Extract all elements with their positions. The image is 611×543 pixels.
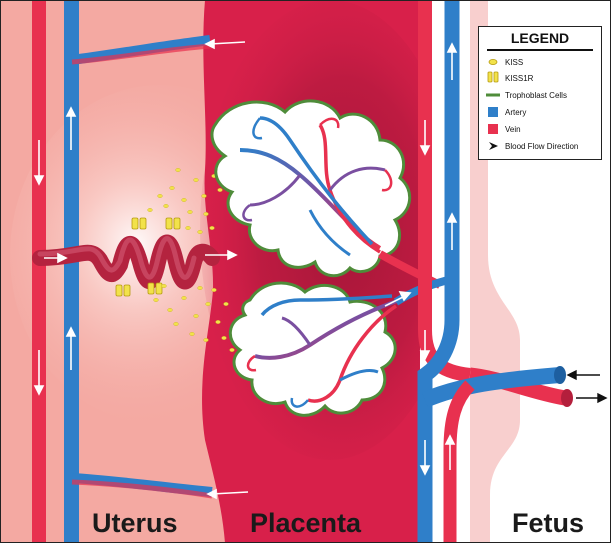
fetus-label: Fetus	[512, 510, 584, 537]
uterine-artery-left	[64, 0, 79, 543]
legend-item-artery: Artery	[485, 105, 526, 119]
legend-label-kiss1r: KISS1R	[505, 74, 533, 83]
legend-label-artery: Artery	[505, 108, 526, 117]
umbilical-vein-end	[561, 389, 573, 407]
legend-title: LEGEND	[479, 30, 601, 46]
placenta-label: Placenta	[250, 510, 361, 537]
umbilical-artery-end	[554, 366, 566, 384]
legend: LEGEND KISS KISS1R Trophoblast Cells Art…	[478, 26, 602, 160]
arrowhead-icon	[485, 139, 501, 153]
kiss-dot-icon	[485, 55, 501, 69]
uterine-vein-left	[32, 0, 46, 543]
uterus-label: Uterus	[92, 510, 178, 537]
legend-item-trophoblast: Trophoblast Cells	[485, 88, 567, 102]
kiss1r-receptor-icon	[485, 71, 501, 85]
legend-label-vein: Vein	[505, 125, 521, 134]
legend-item-vein: Vein	[485, 122, 521, 136]
legend-label-kiss: KISS	[505, 58, 523, 67]
trophoblast-line-icon	[485, 88, 501, 102]
legend-divider	[487, 49, 593, 51]
artery-swatch-icon	[485, 105, 501, 119]
vein-swatch-icon	[485, 122, 501, 136]
legend-label-trophoblast: Trophoblast Cells	[505, 91, 567, 100]
legend-item-kiss: KISS	[485, 55, 523, 69]
legend-item-flow: Blood Flow Direction	[485, 139, 578, 153]
legend-label-flow: Blood Flow Direction	[505, 142, 578, 151]
legend-item-kiss1r: KISS1R	[485, 71, 533, 85]
